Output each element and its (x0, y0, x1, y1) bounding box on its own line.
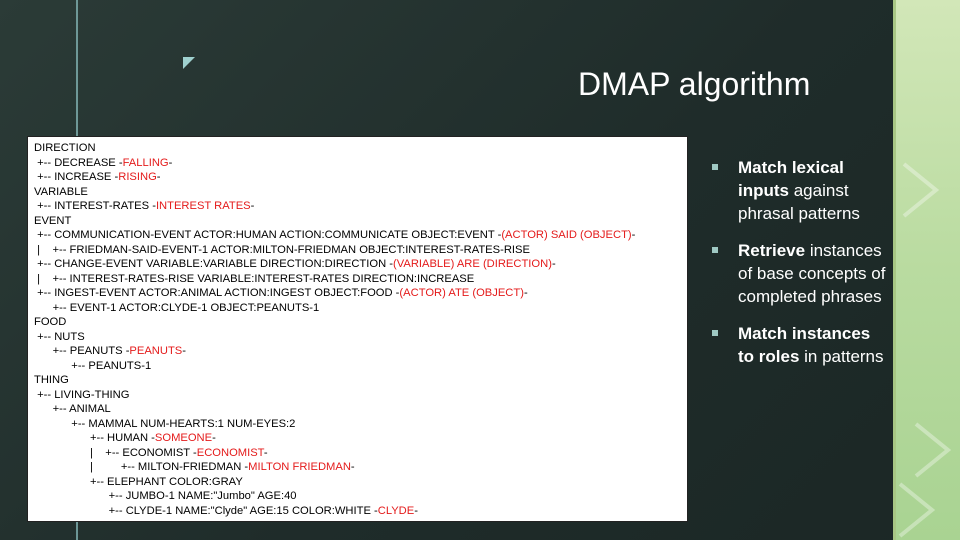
bullet-item: Match instances to roles in patterns (712, 322, 890, 368)
tree-line: | +-- MILTON-FRIEDMAN -MILTON FRIEDMAN- (34, 460, 681, 475)
chevron-decoration-icon (914, 422, 952, 478)
square-bullet-icon (712, 247, 718, 253)
phrasal-pattern: RISING (118, 171, 157, 183)
tree-line: +-- DECREASE -FALLING- (34, 156, 681, 171)
tree-line-suffix: - (263, 446, 268, 459)
tree-line-suffix: - (523, 287, 528, 299)
tree-line: +-- ELEPHANT COLOR:GRAY (34, 475, 681, 490)
tree-line-text: +-- HUMAN - (34, 432, 155, 444)
tree-line-text: VARIABLE (34, 185, 88, 198)
right-decorative-strip (896, 0, 960, 540)
tree-line: +-- HUMAN -SOMEONE- (34, 431, 681, 446)
tree-line: VARIABLE (34, 185, 681, 200)
tree-line: +-- LIVING-THING (34, 388, 681, 403)
tree-line-text: | +-- ECONOMIST - (34, 446, 197, 459)
phrasal-pattern: MILTON FRIEDMAN (248, 461, 351, 473)
tree-line-text: +-- INGEST-EVENT ACTOR:ANIMAL ACTION:ING… (34, 287, 400, 299)
phrasal-pattern: FALLING (122, 156, 169, 169)
tree-line-suffix: - (212, 432, 216, 444)
phrasal-pattern: CLYDE (377, 504, 415, 517)
bullet-bold-text: Match lexical inputs (738, 158, 844, 200)
tree-line-text: | +-- MILTON-FRIEDMAN - (34, 461, 249, 473)
tree-line: +-- EVENT-1 ACTOR:CLYDE-1 OBJECT:PEANUTS… (34, 301, 681, 316)
tree-line: +-- COMMUNICATION-EVENT ACTOR:HUMAN ACTI… (34, 228, 681, 243)
tree-line-text: THING (34, 374, 69, 386)
slide-title: DMAP algorithm (578, 66, 811, 102)
tree-line: EVENT (34, 214, 681, 229)
tree-line: +-- ANIMAL (34, 402, 681, 417)
tree-line: | +-- FRIEDMAN-SAID-EVENT-1 ACTOR:MILTON… (34, 243, 681, 258)
tree-line-suffix: - (551, 258, 556, 270)
phrasal-pattern: ECONOMIST (196, 446, 264, 459)
tree-line-text: DIRECTION (34, 142, 96, 154)
tree-line-text: +-- COMMUNICATION-EVENT ACTOR:HUMAN ACTI… (34, 229, 502, 241)
tree-line-suffix: - (631, 229, 636, 241)
tree-line: THING (34, 373, 681, 388)
bullet-text: against phrasal patterns (738, 181, 860, 223)
bullet-list: Match lexical inputs against phrasal pat… (712, 156, 890, 382)
bullet-item: Match lexical inputs against phrasal pat… (712, 156, 890, 225)
square-bullet-icon (712, 330, 718, 336)
tree-line-suffix: - (414, 504, 418, 517)
bullet-bold-text: Retrieve (738, 241, 806, 260)
tree-line-text: +-- ELEPHANT COLOR:GRAY (34, 475, 243, 488)
tree-line-suffix: - (182, 345, 186, 357)
tree-line-text: +-- INTEREST-RATES - (34, 200, 156, 212)
phrasal-pattern: (ACTOR) ATE (OBJECT) (399, 287, 524, 299)
phrasal-pattern: INTEREST RATES (155, 200, 251, 212)
bullet-text: in patterns (799, 347, 884, 366)
phrasal-pattern: (VARIABLE) ARE (DIRECTION) (393, 258, 552, 270)
phrasal-pattern: PEANUTS (129, 345, 183, 357)
tree-line-text: +-- MAMMAL NUM-HEARTS:1 NUM-EYES:2 (34, 417, 296, 430)
tree-line: +-- PEANUTS -PEANUTS- (34, 344, 681, 359)
tree-line: DIRECTION (34, 141, 681, 156)
tree-line-text: +-- NUTS (34, 330, 85, 343)
tree-line-text: +-- INCREASE - (34, 171, 119, 183)
phrasal-pattern: (ACTOR) SAID (OBJECT) (501, 229, 632, 241)
tree-line: +-- MAMMAL NUM-HEARTS:1 NUM-EYES:2 (34, 417, 681, 432)
tree-line: +-- CHANGE-EVENT VARIABLE:VARIABLE DIREC… (34, 257, 681, 272)
tree-line: +-- JUMBO-1 NAME:"Jumbo" AGE:40 (34, 489, 681, 504)
bullet-bold-text: Match instances to roles (738, 324, 871, 366)
tree-line-text: +-- PEANUTS-1 (34, 359, 152, 372)
chevron-decoration-icon (902, 162, 940, 218)
tree-line-suffix: - (350, 461, 355, 473)
square-bullet-icon (712, 164, 718, 170)
tree-line-suffix: - (156, 171, 161, 183)
tree-line: | +-- ECONOMIST -ECONOMIST- (34, 446, 681, 461)
right-accent-line (893, 0, 896, 540)
tree-line-text: | +-- INTEREST-RATES-RISE VARIABLE:INTER… (34, 272, 475, 285)
tree-line-text: EVENT (34, 214, 72, 227)
phrasal-pattern: SOMEONE (154, 432, 213, 444)
tree-line: +-- PEANUTS-1 (34, 359, 681, 374)
tree-line-text: +-- CHANGE-EVENT VARIABLE:VARIABLE DIREC… (34, 258, 393, 270)
tree-line: | +-- INTEREST-RATES-RISE VARIABLE:INTER… (34, 272, 681, 287)
tree-line: +-- INCREASE -RISING- (34, 170, 681, 185)
tree-line-suffix: - (250, 200, 255, 212)
bullet-text: instances of base concepts of completed … (738, 241, 886, 306)
tree-line: FOOD (34, 315, 681, 330)
corner-triangle-icon (183, 57, 195, 69)
tree-line-text: +-- JUMBO-1 NAME:"Jumbo" AGE:40 (34, 490, 297, 502)
bullet-item: Retrieve instances of base concepts of c… (712, 239, 890, 308)
tree-line-text: +-- CLYDE-1 NAME:"Clyde" AGE:15 COLOR:WH… (34, 504, 378, 517)
tree-line: +-- CLYDE-1 NAME:"Clyde" AGE:15 COLOR:WH… (34, 504, 681, 519)
tree-line: +-- NUTS (34, 330, 681, 345)
tree-line-text: | +-- FRIEDMAN-SAID-EVENT-1 ACTOR:MILTON… (34, 243, 530, 256)
tree-line: +-- INTEREST-RATES -INTEREST RATES- (34, 199, 681, 214)
tree-line-text: +-- DECREASE - (34, 156, 123, 169)
tree-line-suffix: - (168, 156, 173, 169)
chevron-decoration-icon (898, 482, 936, 538)
tree-line-text: +-- ANIMAL (34, 403, 111, 415)
tree-line-text: FOOD (34, 316, 67, 328)
tree-line-text: +-- PEANUTS - (34, 345, 130, 357)
tree-line-text: +-- LIVING-THING (34, 388, 130, 401)
tree-line: +-- INGEST-EVENT ACTOR:ANIMAL ACTION:ING… (34, 286, 681, 301)
tree-line-text: +-- EVENT-1 ACTOR:CLYDE-1 OBJECT:PEANUTS… (34, 301, 320, 314)
concept-hierarchy-box: DIRECTION +-- DECREASE -FALLING- +-- INC… (27, 136, 688, 522)
